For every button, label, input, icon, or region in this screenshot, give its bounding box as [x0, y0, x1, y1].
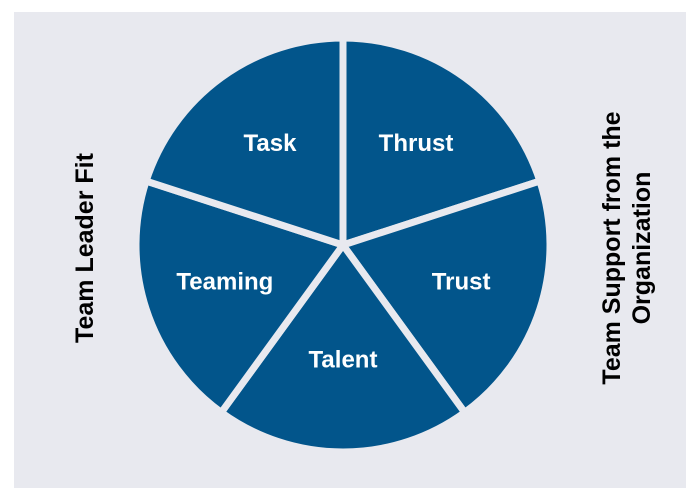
segment-thrust — [339, 34, 544, 249]
segment-trust — [339, 177, 554, 416]
segment-task — [142, 34, 347, 249]
segment-talent — [217, 241, 469, 456]
segment-label-task: Task — [244, 130, 298, 157]
team-leader-fit-label: Team Leader Fit — [71, 153, 99, 343]
team-support-label-line1: Team Support from the — [598, 111, 626, 385]
segment-label-teaming: Teaming — [176, 269, 273, 296]
segment-label-talent: Talent — [309, 347, 378, 374]
segment-teaming — [132, 177, 347, 416]
segment-label-thrust: Thrust — [379, 130, 454, 157]
segment-label-trust: Trust — [432, 269, 491, 296]
team-support-label-line2: Organization — [628, 171, 656, 325]
